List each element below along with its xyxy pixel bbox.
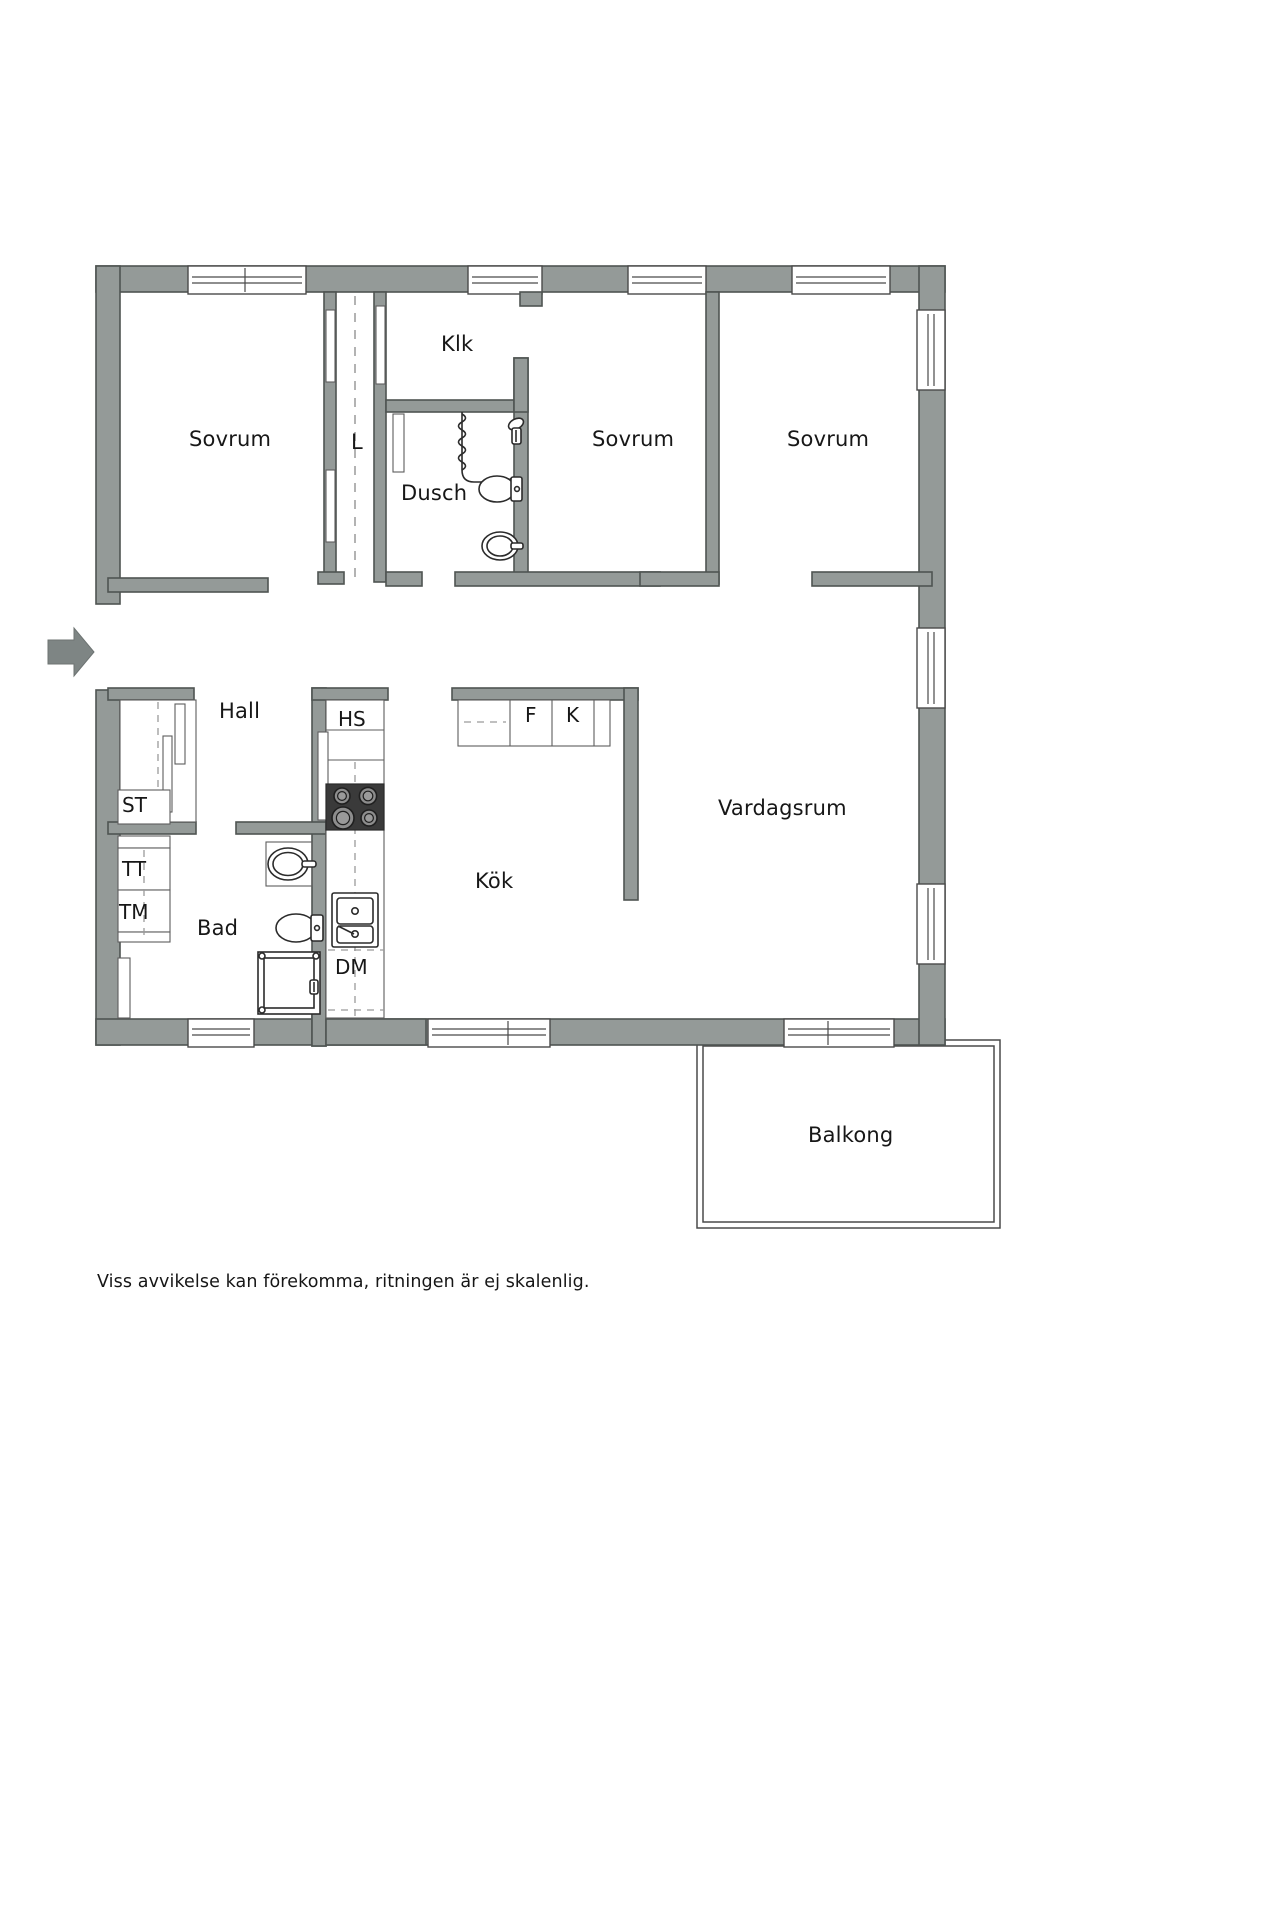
dusch-shower: [457, 412, 517, 487]
room-label-dusch: Dusch: [401, 481, 468, 505]
window-bottom-1: [187, 1018, 255, 1048]
balcony-outline: [696, 1039, 1001, 1229]
room-label-wardrobe-l: L: [351, 430, 363, 454]
interior-walls-upper: [107, 291, 933, 593]
room-label-bad: Bad: [197, 916, 239, 940]
appliance-label-f: F: [525, 703, 537, 727]
room-label-sovrum-2: Sovrum: [592, 427, 675, 451]
kitchen-sink: [331, 892, 379, 948]
window-right-2: [916, 627, 946, 709]
room-label-balkong: Balkong: [808, 1123, 894, 1147]
room-label-vardagsrum: Vardagsrum: [718, 796, 847, 820]
appliance-label-k: K: [566, 703, 580, 727]
bad-wash-basin: [265, 841, 317, 887]
room-label-kok: Kök: [475, 869, 514, 893]
appliance-label-tt: TT: [122, 857, 147, 881]
window-top-4: [791, 265, 891, 295]
klk-door: [392, 413, 405, 473]
appliance-label-hs: HS: [338, 707, 366, 731]
dishwasher-dm: [328, 949, 384, 1011]
window-right-3: [916, 883, 946, 965]
bad-toilet: [275, 913, 324, 943]
wardrobe-sliding-doors: [325, 296, 386, 580]
appliance-label-st: ST: [122, 793, 147, 817]
appliance-tt-tm: [117, 835, 171, 1019]
window-bottom-2: [427, 1018, 551, 1048]
room-label-hall: Hall: [219, 699, 261, 723]
dusch-mixer-tap: [507, 417, 525, 445]
window-top-2: [467, 265, 543, 295]
room-label-klk: Klk: [441, 332, 474, 356]
dusch-toilet: [478, 475, 523, 503]
room-label-sovrum-3: Sovrum: [787, 427, 870, 451]
appliance-label-dm: DM: [335, 955, 368, 979]
kitchen-counter-strip: [317, 699, 385, 1019]
appliance-label-tm: TM: [119, 900, 149, 924]
cooktop-four-burner: [325, 783, 385, 831]
window-top-3: [627, 265, 707, 295]
disclaimer-text: Viss avvikelse kan förekomma, ritningen …: [97, 1272, 590, 1292]
cabinets-f-k: [457, 699, 611, 747]
window-bottom-3: [783, 1018, 895, 1048]
entrance-arrow: [47, 626, 95, 678]
bad-shower-enclosure: [257, 951, 321, 1015]
window-top-1: [187, 265, 307, 295]
dusch-wash-basin: [481, 531, 524, 561]
window-right-1: [916, 309, 946, 391]
closet-st: [117, 699, 197, 825]
room-label-sovrum-1: Sovrum: [189, 427, 272, 451]
